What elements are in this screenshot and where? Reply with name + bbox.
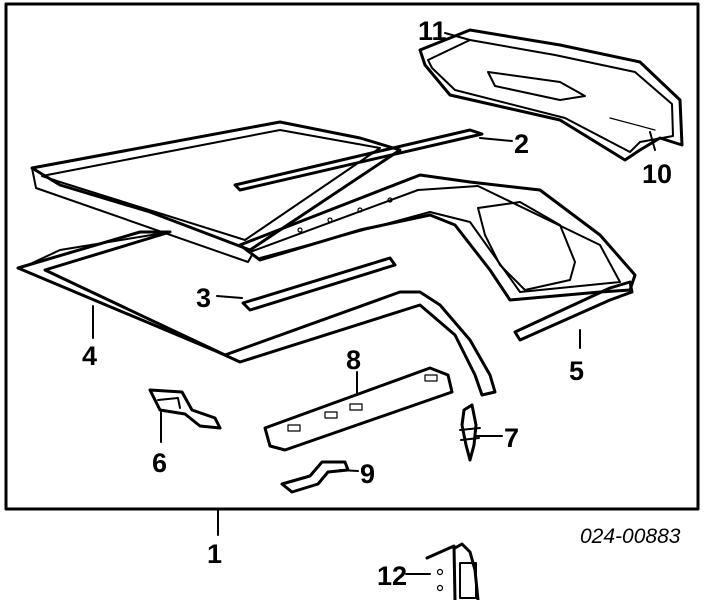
weatherstrip-5 — [513, 280, 634, 342]
callout-12: 12 — [377, 561, 407, 591]
clip-9 — [280, 460, 350, 494]
hinge-6 — [148, 388, 222, 430]
part-number: 024-00883 — [580, 525, 681, 548]
hinge-12 — [425, 542, 480, 600]
callout-3: 3 — [196, 283, 211, 313]
callout-1: 1 — [207, 539, 222, 569]
weatherstrip-3 — [241, 256, 397, 312]
callout-11: 11 — [418, 16, 447, 46]
callout-10: 10 — [642, 159, 672, 189]
leader-lines — [92, 32, 656, 575]
callout-5: 5 — [569, 356, 584, 386]
callout-7: 7 — [504, 423, 519, 453]
callout-9: 9 — [360, 459, 375, 489]
callout-labels: 1 2 3 4 5 6 7 8 9 10 11 12 024-00883 — [82, 16, 681, 591]
callout-6: 6 — [152, 448, 167, 478]
roof-panel — [30, 120, 402, 263]
bracket-8 — [263, 366, 454, 452]
roof-rail — [233, 128, 637, 302]
callout-2: 2 — [514, 129, 529, 159]
stud-7 — [459, 403, 481, 462]
assembly-frame — [4, 2, 700, 511]
side-frame — [16, 230, 497, 397]
callout-4: 4 — [82, 341, 97, 371]
rear-window-assembly — [418, 28, 684, 162]
callout-8: 8 — [346, 345, 361, 375]
